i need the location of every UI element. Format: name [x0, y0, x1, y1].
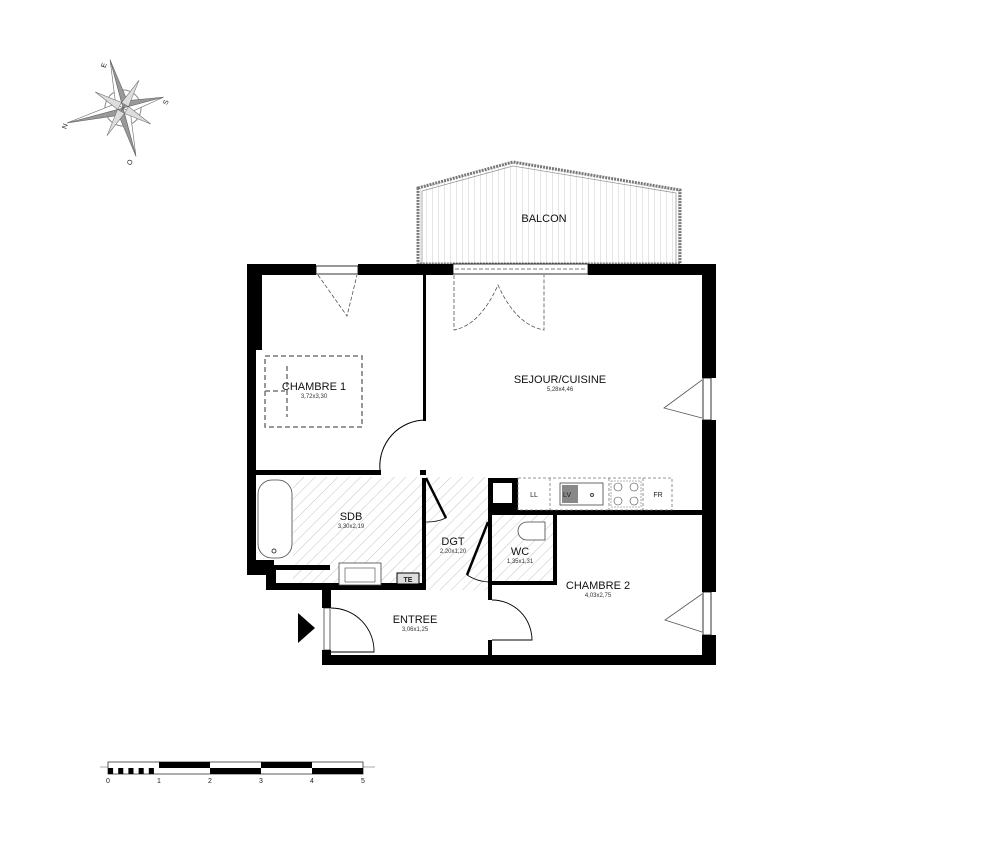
washbasin-icon: [338, 562, 382, 586]
scale-tick-label: 4: [310, 778, 314, 785]
compass-rose-icon: [66, 59, 164, 157]
compass-south: S: [163, 99, 171, 106]
bathtub-icon: [257, 479, 293, 559]
walls: [247, 264, 716, 665]
scale-sub-segment: [108, 768, 114, 774]
water-heater: [396, 572, 420, 585]
room-dim-sdb: 3,30x2,19: [338, 524, 365, 530]
scale-segment: [159, 762, 210, 768]
doors: [317, 274, 703, 653]
scale-tick-label: 3: [259, 778, 263, 785]
compass-west: O: [126, 158, 135, 166]
room-label-sdb: SDB: [340, 511, 363, 523]
scale-tick-label: 0: [106, 778, 110, 785]
room-label-chambre1: CHAMBRE 1: [282, 381, 346, 393]
entry-arrow-icon: [298, 613, 315, 643]
scale-segment: [210, 768, 261, 774]
room-label-balcon: BALCON: [521, 213, 566, 225]
scale-tick-label: 5: [361, 778, 365, 785]
compass-north: N: [61, 123, 69, 130]
room-dim-chambre1: 3,72x3,30: [301, 394, 328, 400]
room-label-wc: WC: [511, 546, 529, 558]
bed-outline: [264, 355, 363, 428]
fixture-lv: LV: [563, 492, 571, 499]
scale-sub-segment: [148, 768, 154, 774]
kitchen-counter: [517, 477, 673, 511]
room-dim-sejour: 5,28x4,46: [547, 387, 574, 393]
room-dim-dgt: 2,20x1,20: [440, 549, 467, 555]
cooktop-icon: [610, 480, 642, 508]
fixture-ll: LL: [530, 492, 538, 499]
room-label-chambre2: CHAMBRE 2: [566, 580, 630, 592]
room-label-entree: ENTREE: [393, 614, 438, 626]
compass-east: E: [101, 62, 109, 69]
scale-tick-label: 2: [208, 778, 212, 785]
scale-sub-segment: [118, 768, 124, 774]
scale-tick-label: 1: [157, 778, 161, 785]
balcony: [416, 160, 682, 266]
windows: [315, 263, 712, 636]
bath-drain-icon: [271, 548, 277, 554]
room-dim-wc: 1,35x1,31: [507, 559, 534, 565]
room-dim-entree: 3,06x1,25: [402, 627, 429, 633]
scale-segment: [261, 762, 312, 768]
scale-bar: 0 1 2 3 4 5: [100, 761, 375, 785]
scale-segment: [312, 768, 363, 774]
fixture-fr: FR: [653, 492, 662, 499]
scale-sub-segment: [138, 768, 144, 774]
scale-sub-segment: [128, 768, 134, 774]
room-dim-chambre2: 4,03x2,75: [585, 593, 612, 599]
room-label-dgt: DGT: [441, 536, 465, 548]
room-label-sejour: SEJOUR/CUISINE: [514, 374, 606, 386]
toilet-icon: [517, 521, 546, 541]
fixture-te: TE: [404, 577, 413, 584]
